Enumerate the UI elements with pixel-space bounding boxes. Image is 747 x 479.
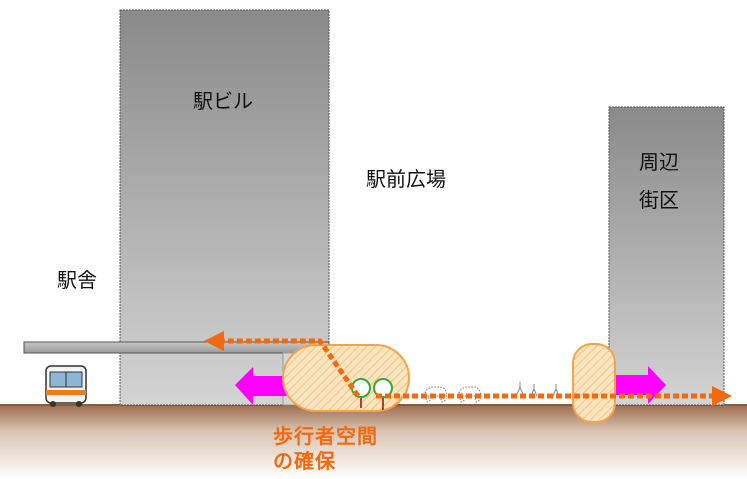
station-plaza-label: 駅前広場 bbox=[366, 167, 446, 191]
station-canopy bbox=[23, 341, 330, 354]
pedestrian-space-label-line2: の確保 bbox=[273, 449, 336, 473]
bus-icon bbox=[45, 365, 87, 407]
street-block-label-line1: 周辺 bbox=[639, 150, 679, 174]
ground bbox=[0, 404, 747, 479]
station-house-label: 駅舎 bbox=[57, 268, 97, 292]
pedestrian-space-label: 歩行者空間 の確保 bbox=[273, 424, 378, 474]
pedestrian-zone-right bbox=[572, 343, 616, 423]
pedestrian-route-upper bbox=[204, 331, 361, 398]
street-block-building bbox=[608, 106, 725, 406]
pedestrian-space-label-line1: 歩行者空間 bbox=[273, 424, 378, 448]
widening-arrow-right bbox=[612, 366, 666, 404]
street-block-label: 周辺 街区 bbox=[639, 143, 679, 219]
widening-arrow-left bbox=[235, 367, 295, 405]
street-block-label-line2: 街区 bbox=[639, 188, 679, 212]
car-icon bbox=[423, 386, 482, 403]
station-building-label: 駅ビル bbox=[193, 89, 253, 113]
